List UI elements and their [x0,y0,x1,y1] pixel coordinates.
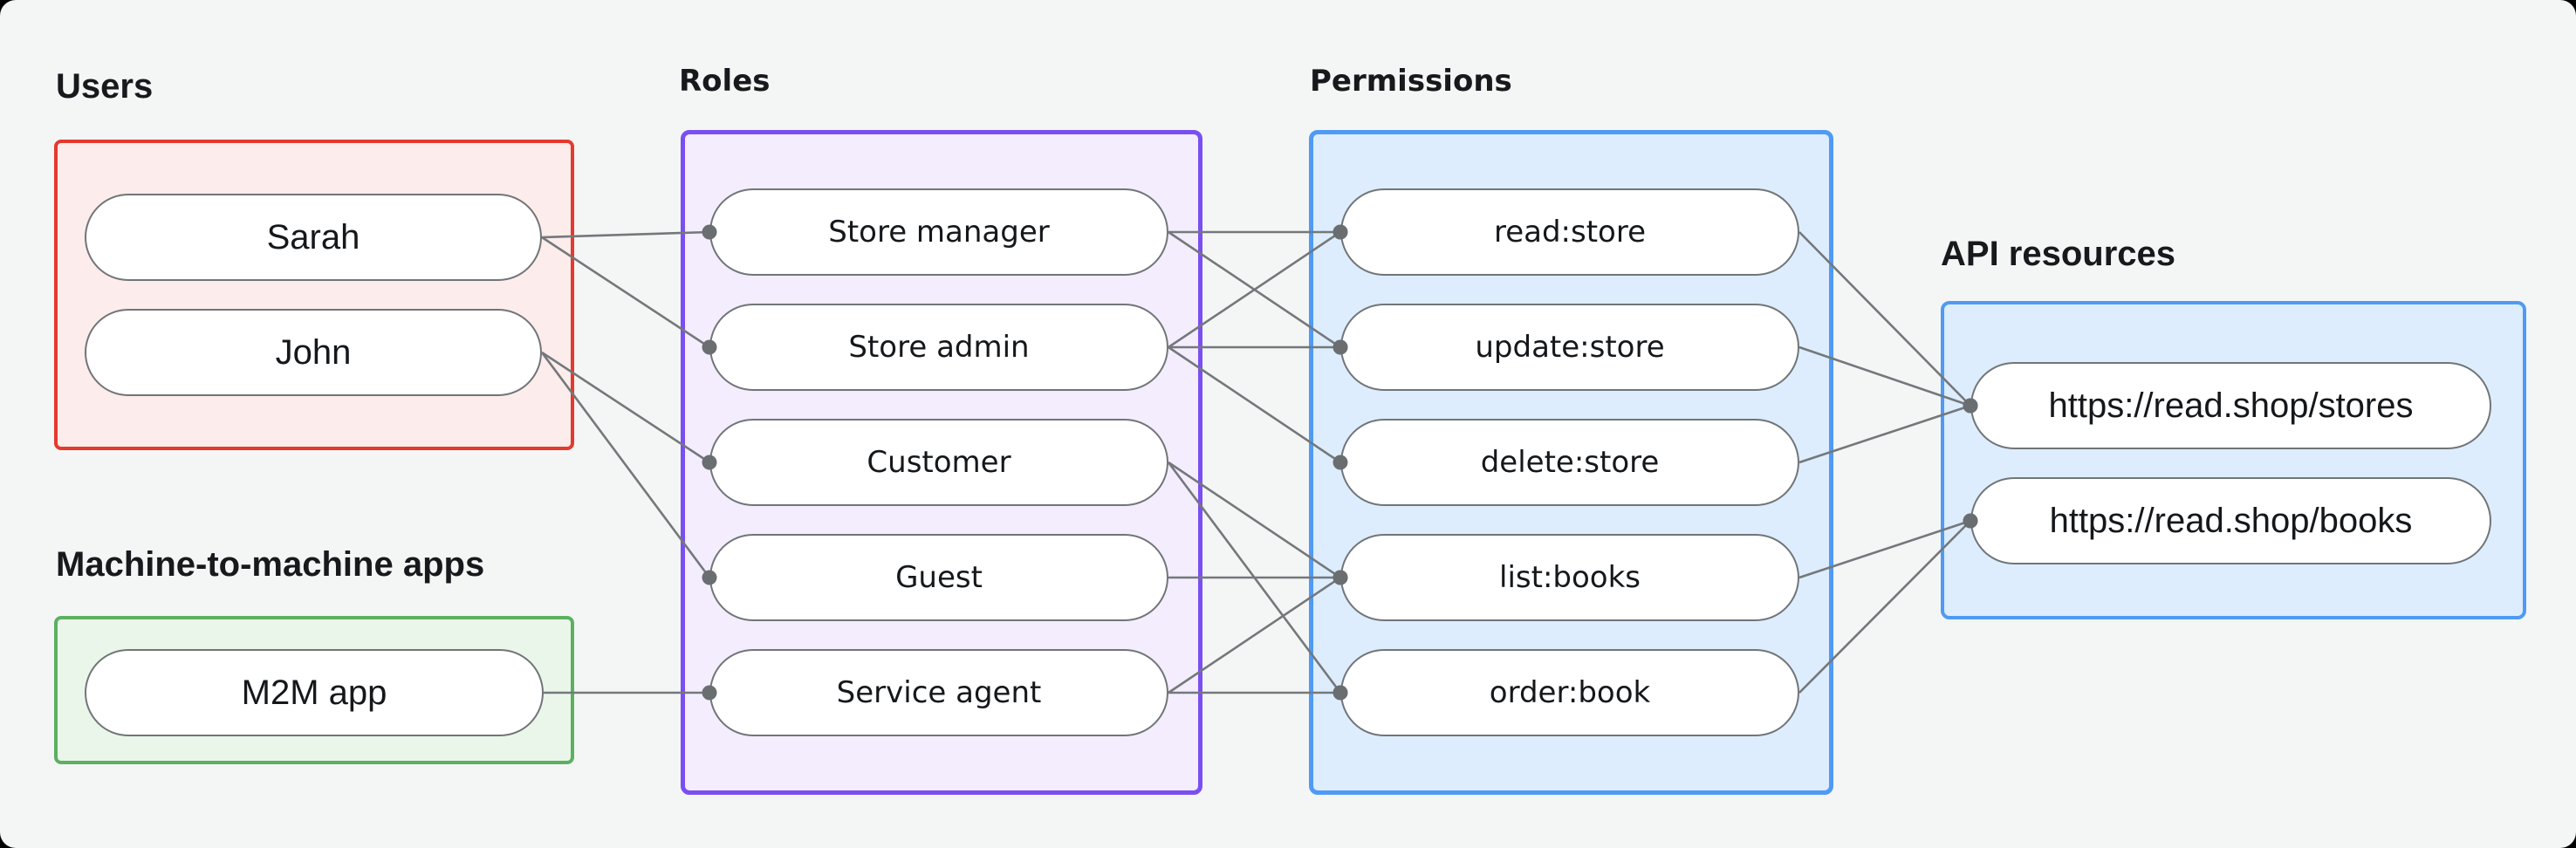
section-title-users: Users [56,67,154,106]
node-read-store: read:store [1340,188,1799,276]
users-group-box [54,140,574,450]
node-john: John [85,309,542,396]
node-store-admin: Store admin [709,304,1168,391]
node-update-store: update:store [1340,304,1799,391]
node-m2m-app: M2M app [85,649,544,736]
node-store-manager: Store manager [709,188,1168,276]
node-stores: https://read.shop/stores [1970,362,2491,449]
node-list-books: list:books [1340,534,1799,621]
section-title-m2m: Machine-to-machine apps [56,545,485,584]
section-title-permissions: Permissions [1310,64,1512,99]
api-resources-group-box [1941,301,2526,619]
node-sarah: Sarah [85,194,542,281]
node-books: https://read.shop/books [1970,477,2491,564]
node-guest: Guest [709,534,1168,621]
node-service-agent: Service agent [709,649,1168,736]
node-customer: Customer [709,419,1168,506]
node-delete-store: delete:store [1340,419,1799,506]
section-title-api-resources: API resources [1941,235,2176,273]
node-order-book: order:book [1340,649,1799,736]
section-title-roles: Roles [679,64,771,99]
